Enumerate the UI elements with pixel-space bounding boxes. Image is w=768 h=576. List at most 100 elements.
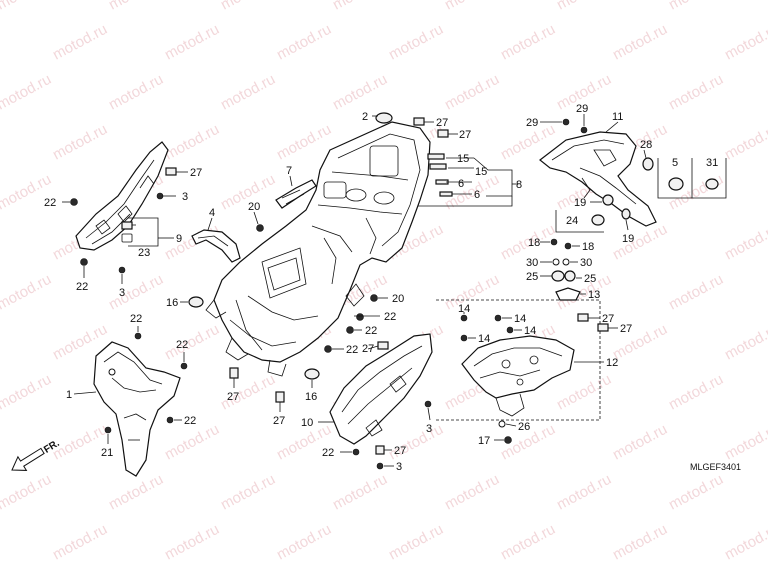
watermark-text: motod.ru [666,71,726,114]
band-drawing [275,179,317,209]
watermark-text: motod.ru [0,271,54,314]
watermark-text: motod.ru [274,121,334,164]
watermark-text: motod.ru [610,21,670,64]
callout-27g: 27 [394,445,406,457]
watermark-text: motod.ru [442,0,502,14]
watermark-text: motod.ru [498,21,558,64]
callout-16a: 16 [166,297,178,309]
right-side-cover-drawing [329,333,433,445]
watermark-text: motod.ru [106,271,166,314]
callout-7: 7 [286,165,292,177]
watermark-text: motod.ru [0,371,54,414]
callout-27f: 27 [273,415,285,427]
callout-25a: 25 [526,271,538,283]
callout-22e: 22 [346,344,358,356]
callout-26: 26 [518,421,530,433]
callout-18a: 18 [528,237,540,249]
watermark-text: motod.ru [666,271,726,314]
callout-3b: 3 [119,287,125,299]
left-side-cover-drawing [75,141,169,251]
watermark-text: motod.ru [442,71,502,114]
callout-15b: 15 [475,166,487,178]
front-fender-drawing [93,341,181,477]
callout-16b: 16 [305,391,317,403]
callout-5: 5 [672,157,678,169]
rear-inner-fender-drawing [205,121,431,377]
callout-30a: 30 [526,257,538,269]
callout-13: 13 [588,289,600,301]
callout-14c: 14 [478,333,490,345]
watermark-text: motod.ru [442,471,502,514]
watermark-text: motod.ru [0,0,54,14]
watermark-text: motod.ru [498,521,558,564]
watermark-text: motod.ru [106,0,166,14]
callout-22i: 22 [322,447,334,459]
watermark-text: motod.ru [722,21,768,64]
diagram-code: MLGEF3401 [690,462,741,472]
watermark-text: motod.ru [274,521,334,564]
watermark-text: motod.ru [722,121,768,164]
watermark-text: motod.ru [386,421,446,464]
callout-3a: 3 [182,191,188,203]
callout-4: 4 [209,207,215,219]
watermark-text: motod.ru [722,521,768,564]
watermark-text: motod.ru [274,21,334,64]
callout-11: 11 [612,111,623,123]
watermark-text: motod.ru [610,521,670,564]
callout-22f: 22 [130,313,142,325]
watermark-text: motod.ru [0,471,54,514]
callout-15a: 15 [457,153,469,165]
callout-14a: 14 [458,303,470,315]
callout-31: 31 [706,157,718,169]
watermark-text: motod.ru [610,221,670,264]
watermark-text: motod.ru [386,21,446,64]
watermark-text: motod.ru [162,421,222,464]
watermark-text: motod.ru [330,471,390,514]
watermark-text: motod.ru [666,371,726,414]
callout-27b: 27 [459,129,471,141]
callout-29b: 29 [576,103,588,115]
callout-17: 17 [478,435,490,447]
fasteners [70,112,719,470]
callout-23: 23 [138,247,150,259]
callout-12: 12 [606,357,618,369]
watermark-text: motod.ru [554,371,614,414]
callout-30b: 30 [580,257,592,269]
callout-boxes [555,158,727,233]
callout-6b: 6 [474,189,480,201]
callout-20b: 20 [392,293,404,305]
callout-22h: 22 [184,415,196,427]
watermark-text: motod.ru [666,471,726,514]
watermark-text: motod.ru [722,221,768,264]
callout-22b: 22 [76,281,88,293]
callout-8: 8 [516,179,522,191]
callout-22d: 22 [365,325,377,337]
watermark-text: motod.ru [50,121,110,164]
watermark-text: motod.ru [666,0,726,14]
callout-27i: 27 [620,323,632,335]
callout-22a: 22 [44,197,56,209]
leader-lines [62,114,647,467]
watermark-text: motod.ru [722,421,768,464]
callout-29a: 29 [526,117,538,129]
callout-27a: 27 [436,117,448,129]
watermark-text: motod.ru [0,71,54,114]
callout-6a: 6 [458,178,464,190]
callout-14d: 14 [524,325,536,337]
callout-27c: 27 [190,167,202,179]
watermark-text: motod.ru [162,521,222,564]
callout-19b: 19 [622,233,634,245]
watermark-text: motod.ru [106,471,166,514]
callout-27h: 27 [602,313,614,325]
watermark-text: motod.ru [218,471,278,514]
watermark-text: motod.ru [162,321,222,364]
callout-21: 21 [101,447,113,459]
callout-28: 28 [640,139,652,151]
callout-18b: 18 [582,241,594,253]
rear-bracket-drawing [539,131,657,227]
watermark-text: motod.ru [330,71,390,114]
watermark-text: motod.ru [162,121,222,164]
bracket-drawing [436,299,601,421]
front-arrow-icon [11,447,45,471]
part-number-labels: 2 27 27 15 15 6 6 8 7 20 4 27 3 22 9 23 … [44,103,718,473]
